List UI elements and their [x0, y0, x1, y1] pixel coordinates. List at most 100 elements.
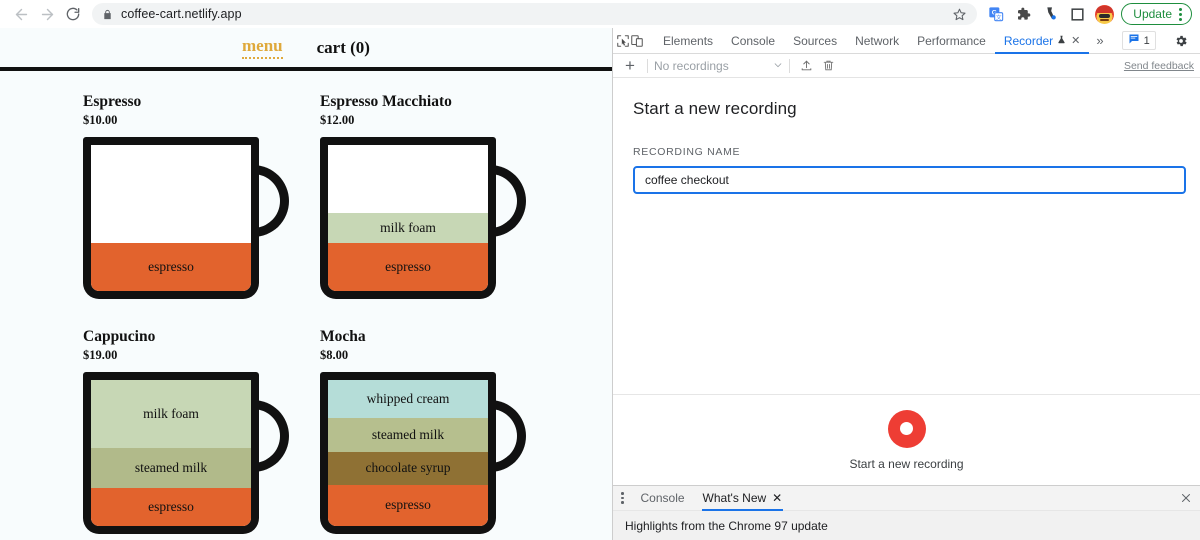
- bookmark-star-icon[interactable]: [952, 7, 967, 22]
- issues-message-icon: [1128, 33, 1140, 48]
- import-recording-icon[interactable]: [796, 59, 818, 72]
- tab-recorder[interactable]: Recorder ✕: [994, 28, 1090, 54]
- chevron-down-icon: [773, 59, 783, 73]
- coffee-cup-graphic[interactable]: espresso: [83, 136, 293, 299]
- divider: [647, 58, 648, 73]
- recording-name-input[interactable]: coffee checkout: [633, 166, 1186, 194]
- tab-label: Console: [731, 33, 776, 48]
- back-button[interactable]: [8, 1, 34, 27]
- tab-sources[interactable]: Sources: [784, 28, 846, 53]
- coffee-name: Cappucino: [83, 327, 156, 345]
- nav-link-menu[interactable]: menu: [242, 36, 283, 59]
- recordings-select[interactable]: No recordings: [654, 59, 783, 73]
- reload-button[interactable]: [60, 1, 86, 27]
- drawer-tab-console[interactable]: Console: [632, 486, 694, 511]
- cup-layer: espresso: [91, 487, 251, 526]
- cup-handle: [482, 399, 526, 472]
- recorder-form: Start a new recording RECORDING NAME cof…: [613, 78, 1200, 194]
- google-translate-icon[interactable]: G文: [983, 1, 1009, 27]
- drawer-tab-label: Console: [640, 491, 685, 505]
- lock-icon: [102, 9, 113, 20]
- avatar[interactable]: [1091, 1, 1117, 27]
- close-tab-icon[interactable]: ✕: [1071, 35, 1081, 47]
- tab-label: Recorder: [1003, 33, 1054, 48]
- coffee-name: Espresso: [83, 93, 142, 110]
- recorder-title: Start a new recording: [633, 99, 797, 118]
- more-tabs-icon[interactable]: »: [1089, 28, 1110, 53]
- recorder-toolbar: + No recordings Send feedback: [613, 54, 1200, 78]
- cup-layer: milk foam: [328, 212, 488, 243]
- coffee-name: Mocha: [320, 327, 366, 345]
- cup-handle: [482, 164, 526, 237]
- issues-badge[interactable]: 1: [1121, 31, 1156, 50]
- coffee-name: Espresso Macchiato: [320, 93, 452, 110]
- coffee-price: $8.00: [320, 347, 349, 362]
- nav-divider: [0, 67, 612, 71]
- chrome-menu-icon[interactable]: [1179, 7, 1182, 21]
- tab-label: Network: [855, 33, 900, 48]
- tab-network[interactable]: Network: [846, 28, 908, 53]
- issues-count: 1: [1143, 34, 1150, 47]
- cup-layer: espresso: [328, 484, 488, 526]
- tab-elements[interactable]: Elements: [654, 28, 722, 53]
- gear-icon[interactable]: [1169, 34, 1193, 48]
- tab-console[interactable]: Console: [722, 28, 784, 53]
- close-drawer-tab-icon[interactable]: ✕: [772, 491, 783, 505]
- inspect-element-icon[interactable]: [616, 28, 630, 53]
- site-nav: menu cart (0): [0, 28, 612, 67]
- send-feedback-link[interactable]: Send feedback: [1123, 59, 1194, 72]
- cup-layer: steamed milk: [328, 417, 488, 452]
- forward-button[interactable]: [34, 1, 60, 27]
- square-panel-icon[interactable]: [1064, 1, 1090, 27]
- coffee-price: $19.00: [83, 347, 118, 362]
- devtools-menu-icon[interactable]: [1193, 35, 1200, 47]
- extension-icons: G文: [983, 1, 1117, 27]
- cup-layer: chocolate syrup: [328, 451, 488, 485]
- devtools-panel: Elements Console Sources Network Perform…: [612, 28, 1200, 540]
- whats-new-headline: Highlights from the Chrome 97 update: [625, 518, 828, 533]
- close-drawer-icon[interactable]: [1172, 492, 1200, 504]
- drawer-tab-whats-new[interactable]: What's New ✕: [694, 486, 792, 511]
- drawer-tab-label: What's New: [702, 491, 767, 505]
- cup-handle: [245, 399, 289, 472]
- update-button[interactable]: Update: [1121, 3, 1192, 25]
- devtools-tabbar: Elements Console Sources Network Perform…: [613, 28, 1200, 54]
- cup-layer: espresso: [91, 242, 251, 291]
- devtools-tool-icon[interactable]: [1037, 1, 1063, 27]
- nav-link-cart[interactable]: cart (0): [316, 37, 370, 57]
- extensions-puzzle-icon[interactable]: [1010, 1, 1036, 27]
- drawer-content: Highlights from the Chrome 97 update: [613, 510, 1200, 540]
- cup-layer: steamed milk: [91, 447, 251, 488]
- cup-layer: espresso: [328, 242, 488, 291]
- tab-performance[interactable]: Performance: [908, 28, 995, 53]
- address-bar[interactable]: coffee-cart.netlify.app: [92, 3, 978, 25]
- drawer-tabbar: Console What's New ✕: [613, 485, 1200, 511]
- devtools-toolbar-right: 1: [1111, 28, 1200, 53]
- cup-handle: [245, 164, 289, 237]
- drawer-menu-icon[interactable]: [619, 492, 632, 504]
- record-button[interactable]: [887, 409, 926, 448]
- device-toolbar-icon[interactable]: [630, 28, 644, 53]
- add-recording-button[interactable]: +: [625, 56, 635, 75]
- start-recording-area: Start a new recording: [613, 394, 1200, 485]
- coffee-item[interactable]: Espresso $10.00 espresso: [83, 93, 320, 299]
- recorder-main: Start a new recording RECORDING NAME cof…: [613, 78, 1200, 485]
- recordings-select-value: No recordings: [654, 58, 729, 73]
- delete-recording-icon[interactable]: [818, 59, 840, 72]
- cup-layer: milk foam: [91, 379, 251, 448]
- coffee-price: $12.00: [320, 112, 355, 127]
- tab-label: Sources: [793, 33, 838, 48]
- tab-label: Elements: [663, 33, 714, 48]
- recording-name-value: coffee checkout: [645, 173, 729, 187]
- coffee-price: $10.00: [83, 112, 118, 127]
